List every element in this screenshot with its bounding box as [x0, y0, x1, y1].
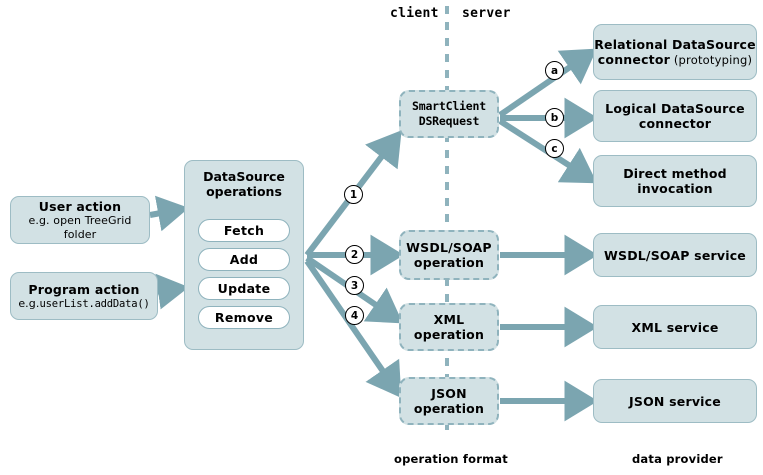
operation-format-caption: operation format [394, 452, 508, 466]
user-action-title: User action [38, 198, 122, 214]
relational-datasource-line1: Relational DataSource [594, 36, 756, 52]
xml-operation-box[interactable]: XML operation [399, 303, 499, 351]
relational-datasource-connector-box[interactable]: Relational DataSource connector (prototy… [593, 24, 757, 80]
program-action-subtitle: e.g.userList.addData() [18, 296, 150, 311]
data-provider-caption: data provider [632, 452, 723, 466]
smartclient-dsrequest-line1: SmartClient [412, 99, 486, 113]
direct-method-line2: invocation [637, 181, 713, 196]
logical-datasource-line2: connector [638, 116, 712, 131]
arrow-program-action-to-operations [154, 273, 189, 310]
operation-fetch-button[interactable]: Fetch [198, 219, 290, 242]
marker-a: a [545, 61, 564, 80]
marker-b: b [545, 108, 564, 127]
xml-service-label: XML service [631, 319, 719, 335]
user-action-box[interactable]: User action e.g. open TreeGrid folder [10, 196, 150, 244]
logical-datasource-connector-box[interactable]: Logical DataSource connector [593, 90, 757, 142]
datasource-operations-title-line2: operations [206, 184, 282, 199]
wsdl-soap-operation-line1: WSDL/SOAP [406, 240, 492, 255]
marker-1: 1 [344, 185, 363, 204]
json-service-label: JSON service [629, 393, 721, 409]
program-action-subtitle-prefix: e.g. [18, 296, 40, 310]
operation-add-button[interactable]: Add [198, 248, 290, 271]
direct-method-invocation-box[interactable]: Direct method invocation [593, 155, 757, 207]
wsdl-soap-service-label: WSDL/SOAP service [604, 247, 746, 263]
xml-operation-line1: XML [433, 312, 465, 327]
marker-2: 2 [345, 245, 364, 264]
client-label: client [390, 6, 439, 21]
marker-4: 4 [345, 306, 364, 325]
user-action-subtitle: e.g. open TreeGrid folder [28, 213, 132, 241]
logical-datasource-line1: Logical DataSource [605, 101, 745, 116]
smartclient-dsrequest-line2: DSRequest [418, 114, 480, 128]
marker-3: 3 [345, 276, 364, 295]
marker-c: c [545, 139, 564, 158]
json-operation-box[interactable]: JSON operation [399, 377, 499, 425]
program-action-box[interactable]: Program action e.g.userList.addData() [10, 272, 158, 320]
relational-datasource-line2: connector (prototyping) [598, 52, 752, 68]
wsdl-soap-operation-line2: operation [413, 255, 485, 270]
relational-datasource-note: (prototyping) [670, 52, 753, 67]
smartclient-dsrequest-box[interactable]: SmartClient DSRequest [399, 90, 499, 138]
arrow-user-action-to-operations [149, 195, 189, 232]
json-service-box[interactable]: JSON service [593, 379, 757, 423]
datasource-operations-title-line1: DataSource [203, 169, 285, 184]
program-action-title: Program action [28, 281, 140, 297]
server-label: server [462, 6, 511, 21]
relational-datasource-line2-main: connector [597, 51, 671, 67]
json-operation-line2: operation [413, 401, 485, 416]
wsdl-soap-service-box[interactable]: WSDL/SOAP service [593, 233, 757, 277]
wsdl-soap-operation-box[interactable]: WSDL/SOAP operation [399, 230, 499, 280]
arrow-smartclient-to-relational [498, 48, 597, 118]
operation-remove-button[interactable]: Remove [198, 306, 290, 329]
xml-operation-line2: operation [413, 327, 485, 342]
json-operation-line1: JSON [431, 386, 467, 401]
operation-update-button[interactable]: Update [198, 277, 290, 300]
program-action-subtitle-code: userList.addData() [39, 297, 150, 310]
xml-service-box[interactable]: XML service [593, 305, 757, 349]
direct-method-line1: Direct method [623, 166, 727, 181]
